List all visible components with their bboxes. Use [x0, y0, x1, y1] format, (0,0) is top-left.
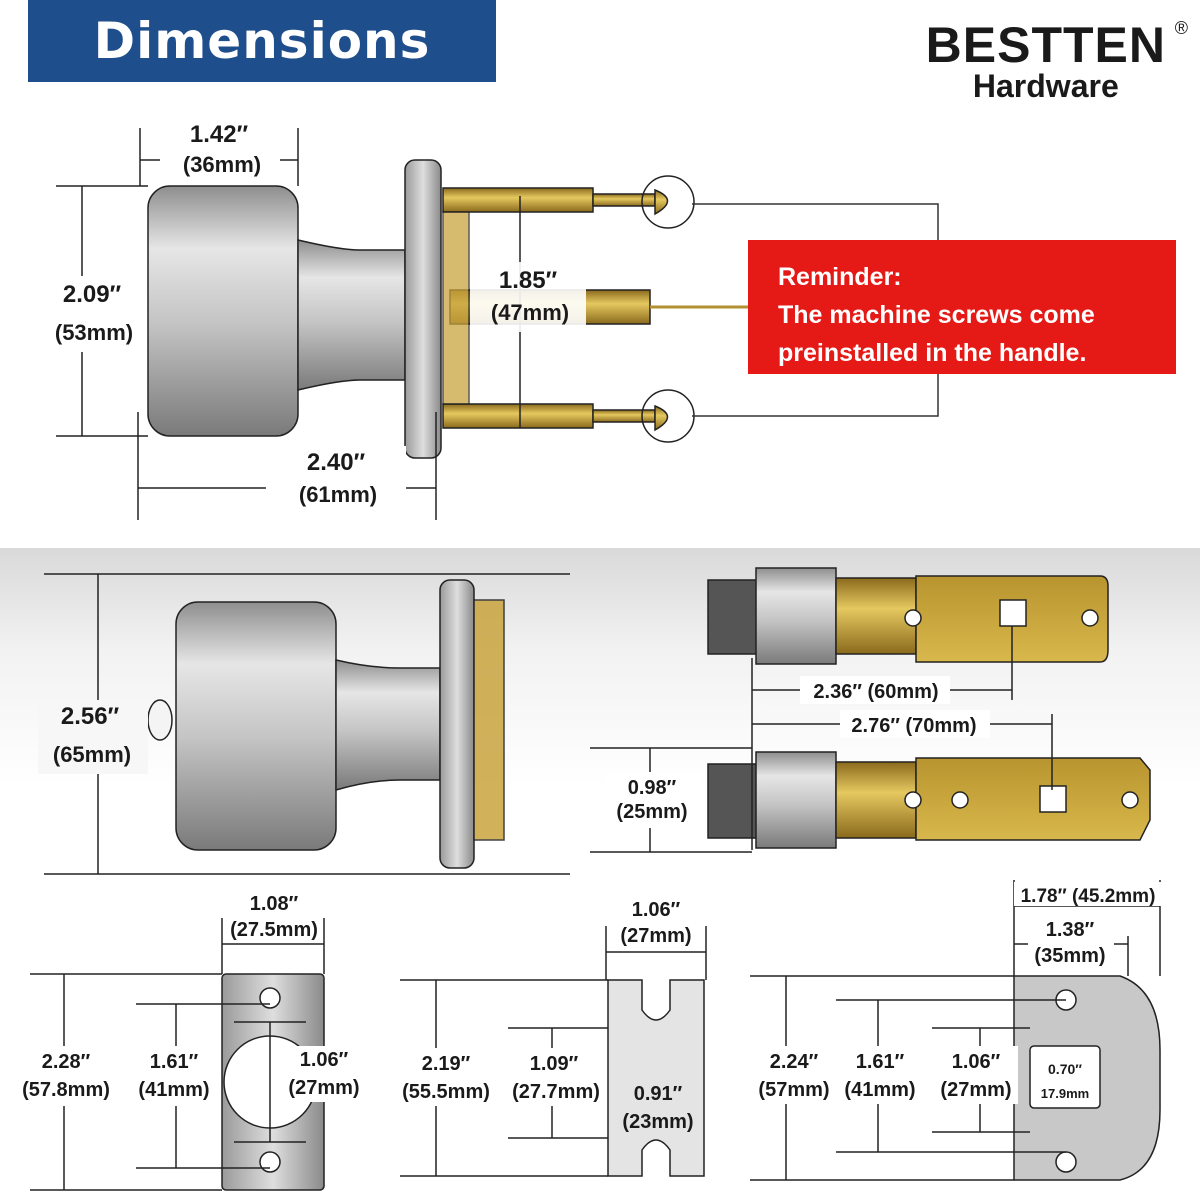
knob-side-drawing [147, 579, 505, 869]
page-title: Dimensions [28, 0, 496, 82]
plate2-height-label: 2.19″ [422, 1053, 471, 1075]
plate3-hole-spacing-mm-label: (41mm) [844, 1079, 915, 1101]
reminder-line-1: The machine screws come [778, 301, 1095, 329]
overall-length-mm-label: (61mm) [299, 482, 377, 507]
screw-spacing-mm-label: (47mm) [491, 300, 569, 325]
plate3-height-label: 2.24″ [770, 1051, 819, 1073]
backset-70-label: 2.76″ (70mm) [851, 715, 976, 737]
knob-width-mm-label: (36mm) [183, 152, 261, 177]
bolt-height-mm-label: (25mm) [616, 801, 687, 823]
deadbolt-height-label: 2.56″ [61, 703, 120, 730]
plate3-inner-width-label: 1.38″ [1046, 919, 1095, 941]
brand-logo: BESTTEN ® Hardware [925, 16, 1188, 105]
reminder-callout: Reminder: The machine screws come preins… [748, 240, 1176, 374]
machine-screw-bottom [592, 409, 656, 423]
plate2-drawing [607, 979, 705, 1177]
plate2-opening-label: 0.91″ [634, 1083, 683, 1105]
knob-width-label: 1.42″ [190, 121, 249, 148]
plate1-height-mm-label: (57.8mm) [22, 1079, 110, 1101]
backset-60-label: 2.36″ (60mm) [813, 681, 938, 703]
plate2-width-label: 1.06″ [632, 899, 681, 921]
deadbolt-height-mm-label: (65mm) [53, 742, 131, 767]
knob-neck [297, 239, 406, 391]
plate3-height-mm-label: (57mm) [758, 1079, 829, 1101]
spring-assembly [442, 211, 470, 405]
plate1-bore-label: 1.06″ [300, 1049, 349, 1071]
plate1-height-label: 2.28″ [42, 1051, 91, 1073]
plate3-opening-label: 1.06″ [952, 1051, 1001, 1073]
plate3-opening-mm-label: (27mm) [940, 1079, 1011, 1101]
latch-top-drawing [707, 567, 1109, 665]
plate2-slot-label: 1.09″ [530, 1053, 579, 1075]
screw-spacing-label: 1.85″ [499, 267, 558, 294]
plate1-hole-spacing-mm-label: (41mm) [138, 1079, 209, 1101]
screw-post-top [442, 187, 594, 213]
knob-height-mm-label: (53mm) [55, 320, 133, 345]
plate1-hole-spacing-label: 1.61″ [150, 1051, 199, 1073]
brand-subtitle: Hardware [972, 68, 1119, 104]
plate1-width-label: 1.08″ [250, 893, 299, 915]
reminder-line-2: preinstalled in the handle. [778, 339, 1087, 367]
plate3-inner-width-mm-label: (35mm) [1034, 945, 1105, 967]
brand-name: BESTTEN [925, 17, 1166, 73]
latch-bottom-drawing [707, 751, 1151, 849]
plate3-drawing [1013, 975, 1161, 1181]
overall-length-label: 2.40″ [307, 449, 366, 476]
screw-post-bottom [442, 403, 594, 429]
reminder-heading: Reminder: [778, 263, 902, 291]
registered-mark: ® [1174, 18, 1188, 38]
knob-height-label: 2.09″ [63, 281, 122, 308]
rose-plate [404, 159, 442, 459]
plate3-hole-spacing-label: 1.61″ [856, 1051, 905, 1073]
knob-body [147, 185, 299, 437]
plate2-height-mm-label: (55.5mm) [402, 1081, 490, 1103]
machine-screw-top [592, 193, 656, 207]
plate2-opening-mm-label: (23mm) [622, 1111, 693, 1133]
plate1-bore-mm-label: (27mm) [288, 1077, 359, 1099]
knob-drawing [147, 159, 748, 459]
plate2-width-mm-label: (27mm) [620, 925, 691, 947]
plate3-slot-mm-label: 17.9mm [1041, 1086, 1089, 1101]
plate2-slot-mm-label: (27.7mm) [512, 1081, 600, 1103]
plate3-slot-label: 0.70″ [1048, 1061, 1082, 1077]
plate3-outer-width-label: 1.78″ (45.2mm) [1021, 886, 1156, 907]
plate1-width-mm-label: (27.5mm) [230, 919, 318, 941]
bolt-height-label: 0.98″ [628, 777, 677, 799]
